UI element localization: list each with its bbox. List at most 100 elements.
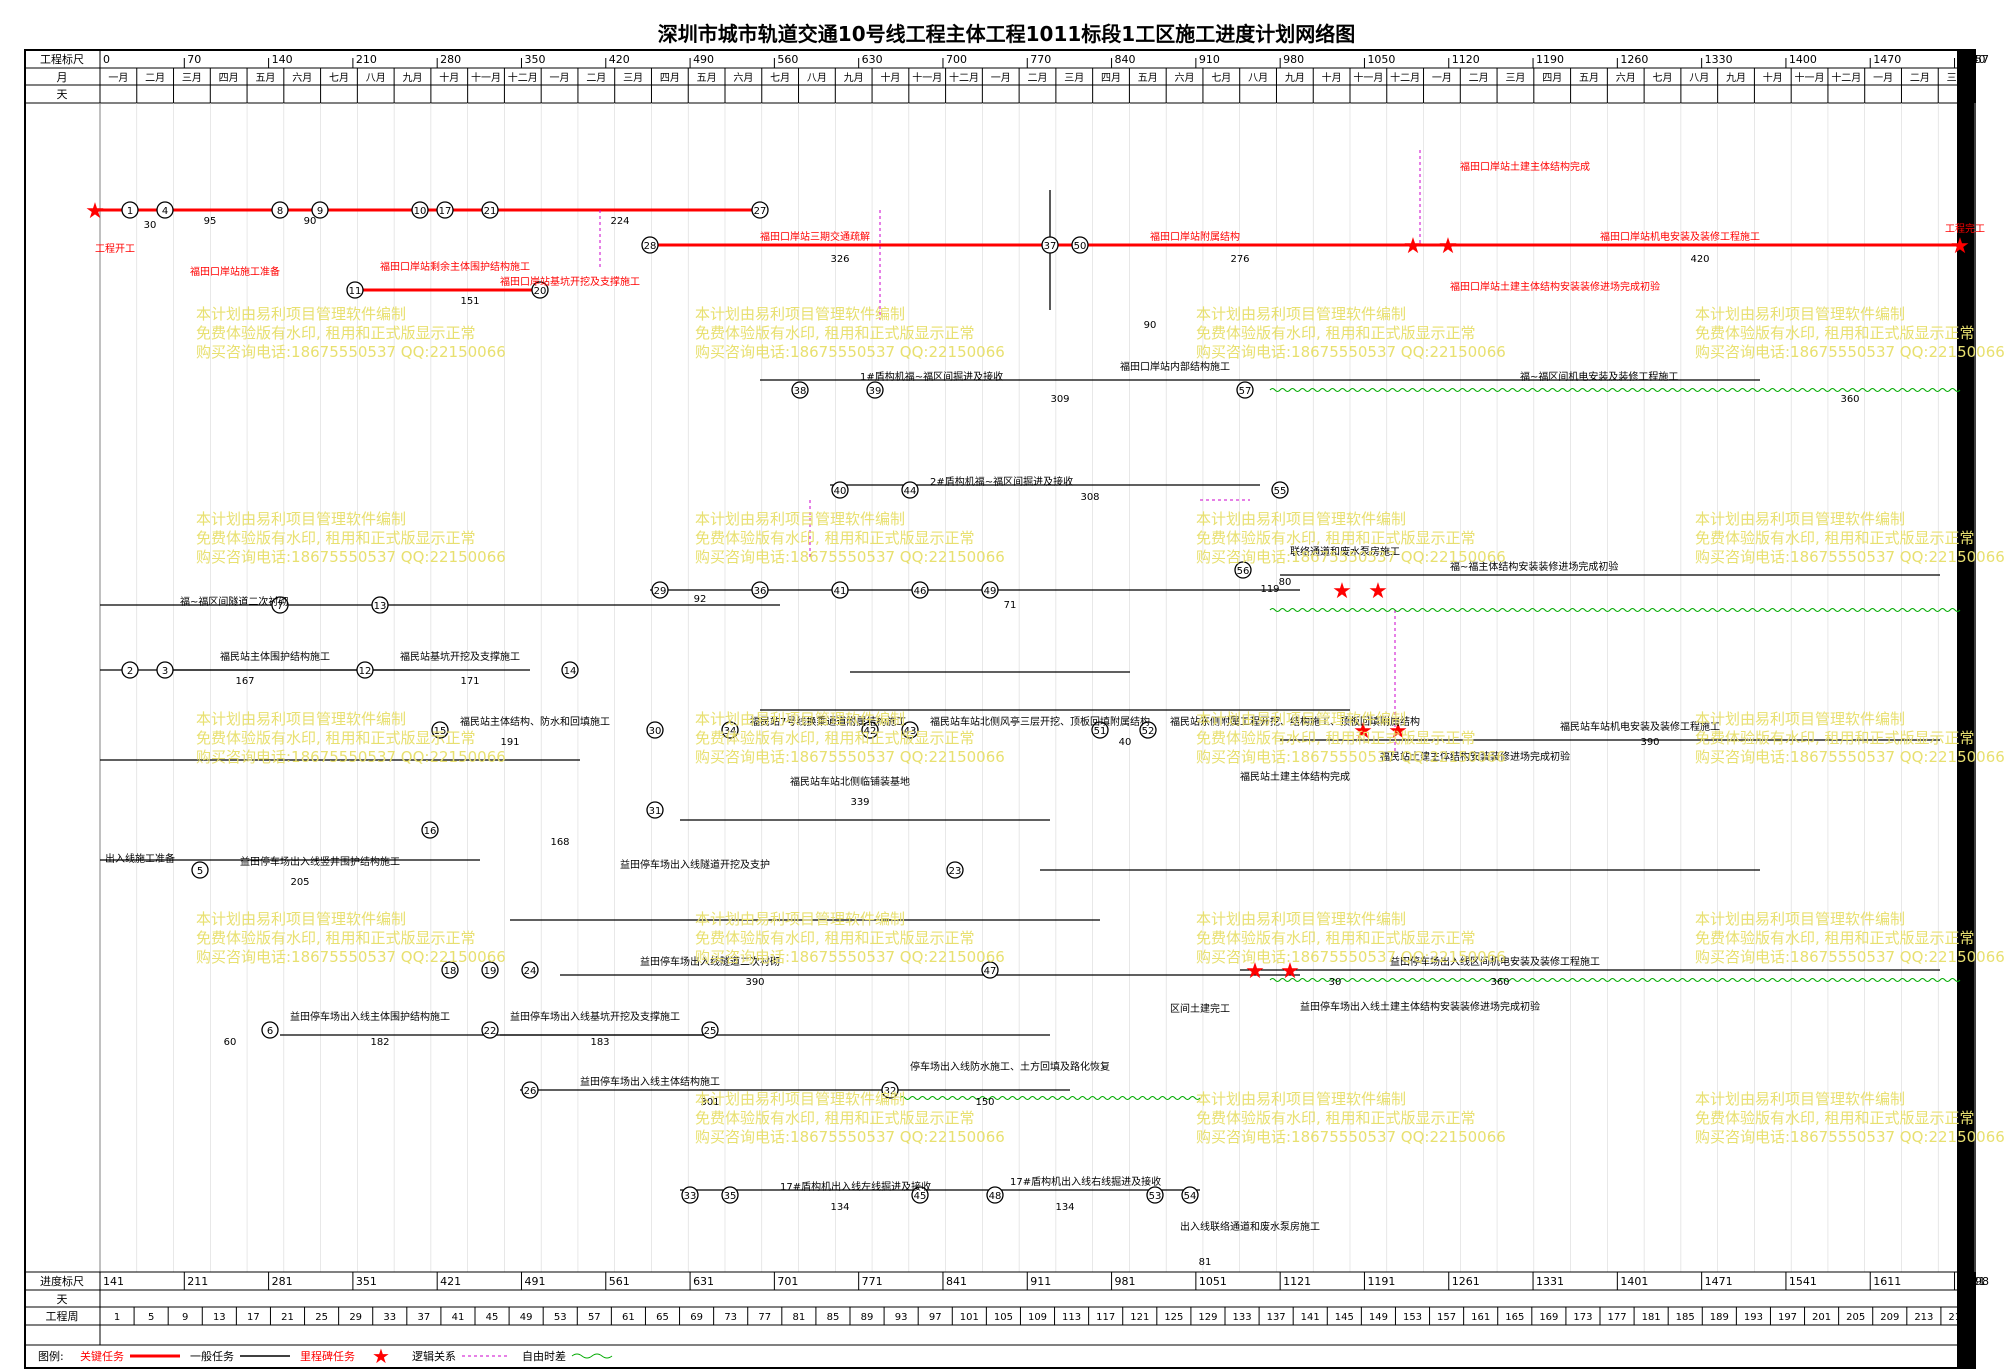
month-label: 二月: [586, 72, 606, 84]
task-duration: 90: [1144, 320, 1157, 331]
legend-milestone: 里程碑任务: [300, 1350, 355, 1363]
task-label: 区间土建完工: [1170, 1002, 1230, 1015]
week-number: 161: [1471, 1312, 1490, 1323]
task-label: 福田口岸站附属结构: [1150, 230, 1240, 243]
task-label: 福~福区间隧道二次衬砌: [180, 595, 288, 608]
progress-tick-label: 351: [356, 1275, 377, 1288]
header-label: 天: [57, 88, 68, 101]
scale-tick-label: 1540: [1958, 53, 1986, 66]
month-label: 六月: [733, 72, 753, 84]
network-node: [346, 281, 364, 299]
network-node: [681, 1186, 699, 1204]
scale-tick-label: 770: [1030, 53, 1051, 66]
scale-tick-label: 1330: [1705, 53, 1733, 66]
task-duration: 191: [500, 737, 519, 748]
week-number: 1: [114, 1312, 120, 1323]
scale-tick-label: 840: [1115, 53, 1136, 66]
node-number: 21: [484, 206, 497, 217]
milestone-star-icon: ★: [1368, 579, 1388, 604]
network-node: [371, 596, 389, 614]
week-number: 45: [486, 1312, 499, 1323]
task-duration: 390: [745, 977, 764, 988]
scale-tick-label: 420: [609, 53, 630, 66]
node-number: 42: [864, 726, 877, 737]
week-number: 165: [1505, 1312, 1524, 1323]
float-line: [1269, 608, 1961, 612]
month-label: 八月: [1248, 72, 1268, 84]
task-label: 益田停车场出入线基坑开挖及支撑施工: [510, 1010, 680, 1023]
month-label: 七月: [770, 72, 790, 84]
month-label: 二月: [1028, 72, 1048, 84]
progress-tick-label: 1611: [1873, 1275, 1901, 1288]
task-label: 1#盾构机福~福区间掘进及接收: [860, 370, 1003, 383]
network-node: [721, 721, 739, 739]
month-label: 一月: [991, 72, 1011, 84]
week-number: 117: [1096, 1312, 1115, 1323]
task-label: 福民站7号线换乘通道附属结构施工: [750, 715, 906, 728]
network-node: [911, 1186, 929, 1204]
week-number: 153: [1403, 1312, 1422, 1323]
week-number: 85: [827, 1312, 840, 1323]
task-duration: 168: [550, 837, 569, 848]
month-label: 三月: [623, 72, 643, 84]
network-node: [651, 581, 669, 599]
task-label: 工程开工: [95, 243, 135, 255]
month-label: 十月: [439, 71, 459, 84]
task-label: 福民站主体结构、防水和回填施工: [460, 715, 610, 728]
month-label: 十月: [1763, 71, 1783, 84]
legend-normal: 一般任务: [190, 1350, 234, 1363]
frame: [24, 49, 1976, 1369]
week-number: 169: [1539, 1312, 1558, 1323]
week-number: 149: [1369, 1312, 1388, 1323]
month-label: 九月: [844, 72, 864, 84]
month-label: 六月: [1175, 72, 1195, 84]
node-number: 46: [914, 586, 927, 597]
week-number: 173: [1573, 1312, 1592, 1323]
scale-tick-label: 910: [1199, 53, 1220, 66]
node-number: 24: [524, 966, 537, 977]
network-node: [191, 861, 209, 879]
progress-tick-label: 841: [946, 1275, 967, 1288]
node-number: 53: [1149, 1191, 1162, 1202]
month-label: 十一月: [1353, 71, 1383, 84]
week-number: 29: [349, 1312, 362, 1323]
network-node: [721, 1186, 739, 1204]
legend-logic: 逻辑关系: [412, 1349, 456, 1363]
node-number: 16: [424, 826, 437, 837]
week-number: 9: [182, 1312, 188, 1323]
month-label: 三月: [182, 72, 202, 84]
week-number: 33: [383, 1312, 396, 1323]
node-number: 5: [197, 866, 203, 877]
progress-tick-label: 1471: [1705, 1275, 1733, 1288]
scale-tick-label: 0: [103, 53, 110, 66]
scale-tick-label: 140: [272, 53, 293, 66]
header-label: 工程标尺: [40, 52, 84, 66]
week-number: 185: [1676, 1312, 1695, 1323]
task-duration: 151: [460, 296, 479, 307]
month-label: 十月: [1322, 71, 1342, 84]
week-number: 193: [1744, 1312, 1763, 1323]
node-number: 31: [649, 806, 662, 817]
progress-tick-label: 211: [187, 1275, 208, 1288]
task-duration: 182: [370, 1037, 389, 1048]
task-duration: 276: [1230, 254, 1249, 265]
week-number: 37: [417, 1312, 430, 1323]
scale-tick-label: 1050: [1367, 53, 1395, 66]
month-label: 四月: [660, 72, 680, 84]
week-number: 125: [1164, 1312, 1183, 1323]
progress-tick-label: 1121: [1283, 1275, 1311, 1288]
milestone-star-icon: ★: [85, 199, 105, 224]
task-label: 福田口岸站三期交通疏解: [760, 230, 870, 243]
network-node: [1091, 721, 1109, 739]
scale-tick-label: 490: [693, 53, 714, 66]
legend-star-icon: ★: [372, 1344, 390, 1368]
task-label: 福民站车站机电安装及装修工程施工: [1560, 720, 1720, 733]
month-label: 十二月: [508, 71, 538, 84]
network-node: [1234, 561, 1252, 579]
node-number: 22: [484, 1026, 497, 1037]
node-number: 4: [162, 206, 168, 217]
task-label: 福田口岸站内部结构施工: [1120, 360, 1230, 373]
task-duration: 80: [1279, 577, 1292, 588]
week-number: 113: [1062, 1312, 1081, 1323]
page-title: 深圳市城市轨道交通10号线工程主体工程1011标段1工区施工进度计划网络图: [657, 22, 1356, 46]
